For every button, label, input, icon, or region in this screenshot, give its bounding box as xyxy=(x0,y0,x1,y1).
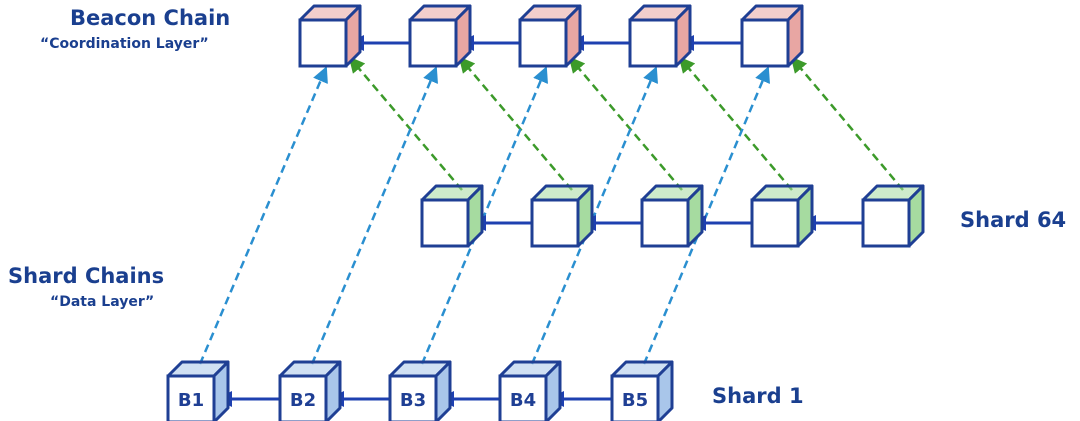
beacon-block xyxy=(408,4,472,68)
beacon-link-blue xyxy=(642,66,770,365)
beacon-chain-title: Beacon Chain xyxy=(70,6,231,30)
shard-1-block: B1 xyxy=(166,360,230,421)
beacon-link-green xyxy=(678,56,793,191)
cube-front xyxy=(408,18,458,68)
shard-64-block xyxy=(530,184,594,248)
shard-chains-title: Shard Chains xyxy=(8,264,165,288)
beacon-link-green xyxy=(790,56,904,191)
cube-front xyxy=(166,374,216,421)
block-label: B3 xyxy=(400,390,426,411)
block-label: B1 xyxy=(178,390,204,411)
beacon-link-blue xyxy=(198,66,328,365)
shard-64-block xyxy=(861,184,925,248)
block-label: B5 xyxy=(622,390,648,411)
shard-64-block xyxy=(420,184,484,248)
shard-1-block: B2 xyxy=(278,360,342,421)
block-label: B4 xyxy=(510,390,536,411)
beacon-link-green xyxy=(568,56,683,191)
cube-front xyxy=(640,198,690,248)
cube-front xyxy=(420,198,470,248)
cube-front xyxy=(530,198,580,248)
cube-front xyxy=(518,18,568,68)
beacon-block xyxy=(518,4,582,68)
beacon-block xyxy=(740,4,804,68)
beacon-chain-subtitle: “Coordination Layer” xyxy=(40,36,209,52)
cube-front xyxy=(498,374,548,421)
beacon-block xyxy=(628,4,692,68)
beacon-block xyxy=(298,4,362,68)
shard-1-block: B5 xyxy=(610,360,674,421)
beacon-link-blue xyxy=(310,66,438,365)
block-label: B2 xyxy=(290,390,316,411)
shard-1-block: B3 xyxy=(388,360,452,421)
beacon-link-green xyxy=(458,56,573,191)
shard-chains-subtitle: “Data Layer” xyxy=(50,294,155,310)
shard-64-block xyxy=(750,184,814,248)
shard-64-block xyxy=(640,184,704,248)
shard-1-block: B4 xyxy=(498,360,562,421)
shard-1-label: Shard 1 xyxy=(712,384,804,408)
cube-front xyxy=(298,18,348,68)
cube-front xyxy=(388,374,438,421)
cube-front xyxy=(278,374,328,421)
cube-front xyxy=(740,18,790,68)
cube-front xyxy=(610,374,660,421)
cube-front xyxy=(628,18,678,68)
shard-64-label: Shard 64 xyxy=(960,208,1067,232)
cube-front xyxy=(861,198,911,248)
cube-front xyxy=(750,198,800,248)
beacon-link-green xyxy=(348,56,463,191)
